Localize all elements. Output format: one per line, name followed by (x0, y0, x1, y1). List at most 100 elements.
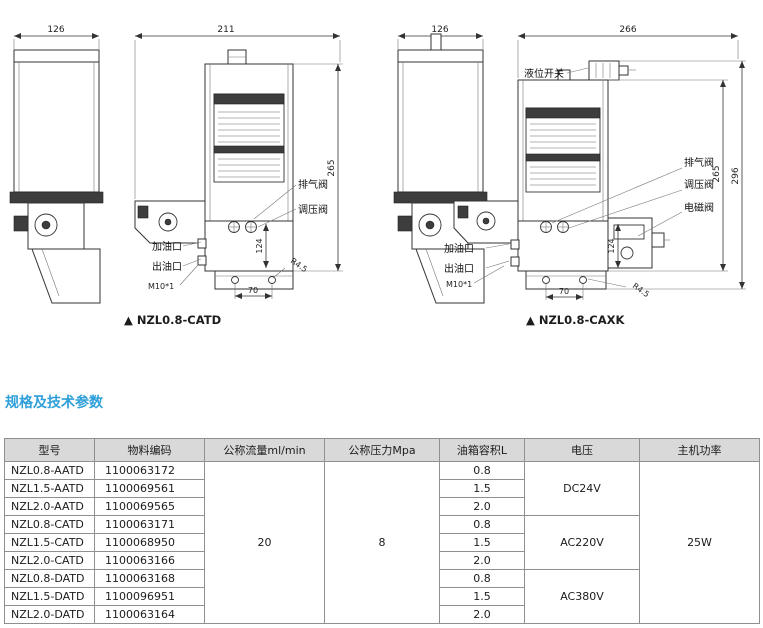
cell-volume: 2.0 (439, 497, 525, 516)
table-row: NZL0.8-AATD 1100063172 20 8 0.8 DC24V 25… (4, 461, 760, 624)
col-header-tank-volume: 油箱容积L (439, 438, 525, 462)
exhaust-valve-label: 排气阀 (298, 178, 328, 191)
tank-front (13, 49, 100, 193)
cell-volume: 0.8 (439, 515, 525, 534)
cell-voltage: DC24V (524, 461, 640, 516)
fill-port (197, 238, 207, 249)
cell-code: 1100063172 (94, 461, 205, 480)
cell-code: 1100069565 (94, 497, 205, 516)
solenoid-connector (651, 232, 665, 248)
mount-hole (231, 276, 239, 284)
exhaust-valve-label: 排气阀 (684, 156, 714, 169)
col-header-pressure: 公称压力Mpa (324, 438, 440, 462)
tank-front (397, 49, 484, 193)
dim-pump-height: 124 (255, 238, 264, 253)
cell-code: 1100069561 (94, 479, 205, 498)
drawing-caption-catd: ▲ NZL0.8-CATD (124, 313, 221, 327)
mount-hole (579, 276, 587, 284)
cell-code: 1100063166 (94, 551, 205, 570)
drawing-caption-caxk: ▲ NZL0.8-CAXK (526, 313, 625, 327)
callouts: 液位开关 排气阀 调压阀 电磁阀 加油口 出油口 (444, 67, 714, 275)
table-header-row: 型号 物料编码 公称流量ml/min 公称压力Mpa 油箱容积L 电压 主机功率 (4, 438, 760, 462)
cell-voltage: AC380V (524, 569, 640, 624)
cell-model: NZL0.8-AATD (4, 461, 95, 480)
cell-code: 1100068950 (94, 533, 205, 552)
cell-model: NZL2.0-AATD (4, 497, 95, 516)
pressure-valve-label: 调压阀 (684, 178, 714, 191)
dim-front-width: 126 (431, 25, 448, 35)
table-row: NZL0.8-CATD 1100063171 0.8 AC220V (4, 515, 760, 570)
mount-bracket (415, 248, 485, 304)
mount-hole (542, 276, 550, 284)
cell-voltage: AC220V (524, 515, 640, 570)
motor-connector (397, 215, 413, 232)
cell-code: 1100063171 (94, 515, 205, 534)
mount-foot (214, 270, 294, 290)
cell-model: NZL0.8-DATD (4, 569, 95, 588)
table-row: NZL2.0-DATD 1100063164 2.0 (4, 605, 760, 624)
callouts: 排气阀 调压阀 加油口 出油口 (152, 178, 328, 273)
cell-model: NZL1.5-CATD (4, 533, 95, 552)
cell-volume: 1.5 (439, 587, 525, 606)
cell-volume: 1.5 (439, 533, 525, 552)
front-view: 126 (393, 25, 488, 304)
side-view (134, 49, 294, 290)
cell-volume: 2.0 (439, 551, 525, 570)
front-view: 126 (9, 25, 104, 304)
drawing-caxk: 126 (393, 25, 746, 327)
table-row: NZL1.5-DATD 1100096951 1.5 (4, 587, 760, 606)
col-header-material-code: 物料编码 (94, 438, 205, 462)
outlet-port (197, 255, 207, 266)
outlet-port-label: 出油口 (444, 262, 474, 275)
table-row: NZL2.0-CATD 1100063166 2.0 (4, 551, 760, 570)
pressure-valve-label: 调压阀 (298, 203, 328, 216)
drawing-catd: 126 (9, 25, 343, 327)
fill-port-label: 加油口 (444, 242, 474, 255)
fill-port-label: 加油口 (152, 240, 182, 253)
motor-housing (27, 202, 85, 250)
dim-front-width: 126 (47, 25, 64, 35)
table-row: NZL0.8-DATD 1100063168 0.8 AC380V (4, 569, 760, 624)
cell-pressure: 8 (324, 461, 440, 624)
cell-model: NZL0.8-CATD (4, 515, 95, 534)
spec-table: 型号 物料编码 公称流量ml/min 公称压力Mpa 油箱容积L 电压 主机功率… (4, 438, 760, 624)
cell-model: NZL1.5-AATD (4, 479, 95, 498)
cell-volume: 2.0 (439, 605, 525, 624)
cell-code: 1100063164 (94, 605, 205, 624)
outlet-port-label: 出油口 (152, 260, 182, 273)
thread-spec: M10*1 (148, 282, 174, 291)
solenoid-valve-label: 电磁阀 (684, 201, 714, 214)
level-switch-label: 液位开关 (524, 67, 564, 80)
level-switch-connector (588, 60, 620, 81)
cell-flow: 20 (204, 461, 325, 624)
col-header-power: 主机功率 (639, 438, 760, 462)
side-view (453, 60, 670, 290)
dim-depth: 211 (217, 25, 234, 35)
col-header-model: 型号 (4, 438, 95, 462)
dim-height: 265 (712, 165, 722, 182)
col-header-voltage: 电压 (524, 438, 640, 462)
outlet-port (510, 256, 520, 267)
dim-depth: 266 (619, 25, 636, 35)
cell-model: NZL2.0-DATD (4, 605, 95, 624)
dim-pump-height: 124 (607, 238, 616, 253)
tank-flange (9, 191, 104, 204)
dim-height-total: 296 (731, 167, 741, 184)
tank-side (517, 79, 609, 222)
pump-block (204, 220, 294, 272)
dim-radius: R4.5 (631, 281, 651, 299)
table-row: NZL1.5-AATD 1100069561 1.5 (4, 479, 760, 498)
fill-port (510, 239, 520, 250)
mount-bracket (31, 248, 101, 304)
cell-power: 25W (639, 461, 760, 624)
tank-side (204, 63, 294, 222)
cell-volume: 1.5 (439, 479, 525, 498)
dim-height: 265 (327, 159, 337, 176)
dim-hole-span: 70 (248, 286, 258, 295)
cell-code: 1100063168 (94, 569, 205, 588)
mount-hole (268, 276, 276, 284)
thread-spec: M10*1 (446, 280, 472, 289)
cell-model: NZL2.0-CATD (4, 551, 95, 570)
cell-volume: 0.8 (439, 461, 525, 480)
